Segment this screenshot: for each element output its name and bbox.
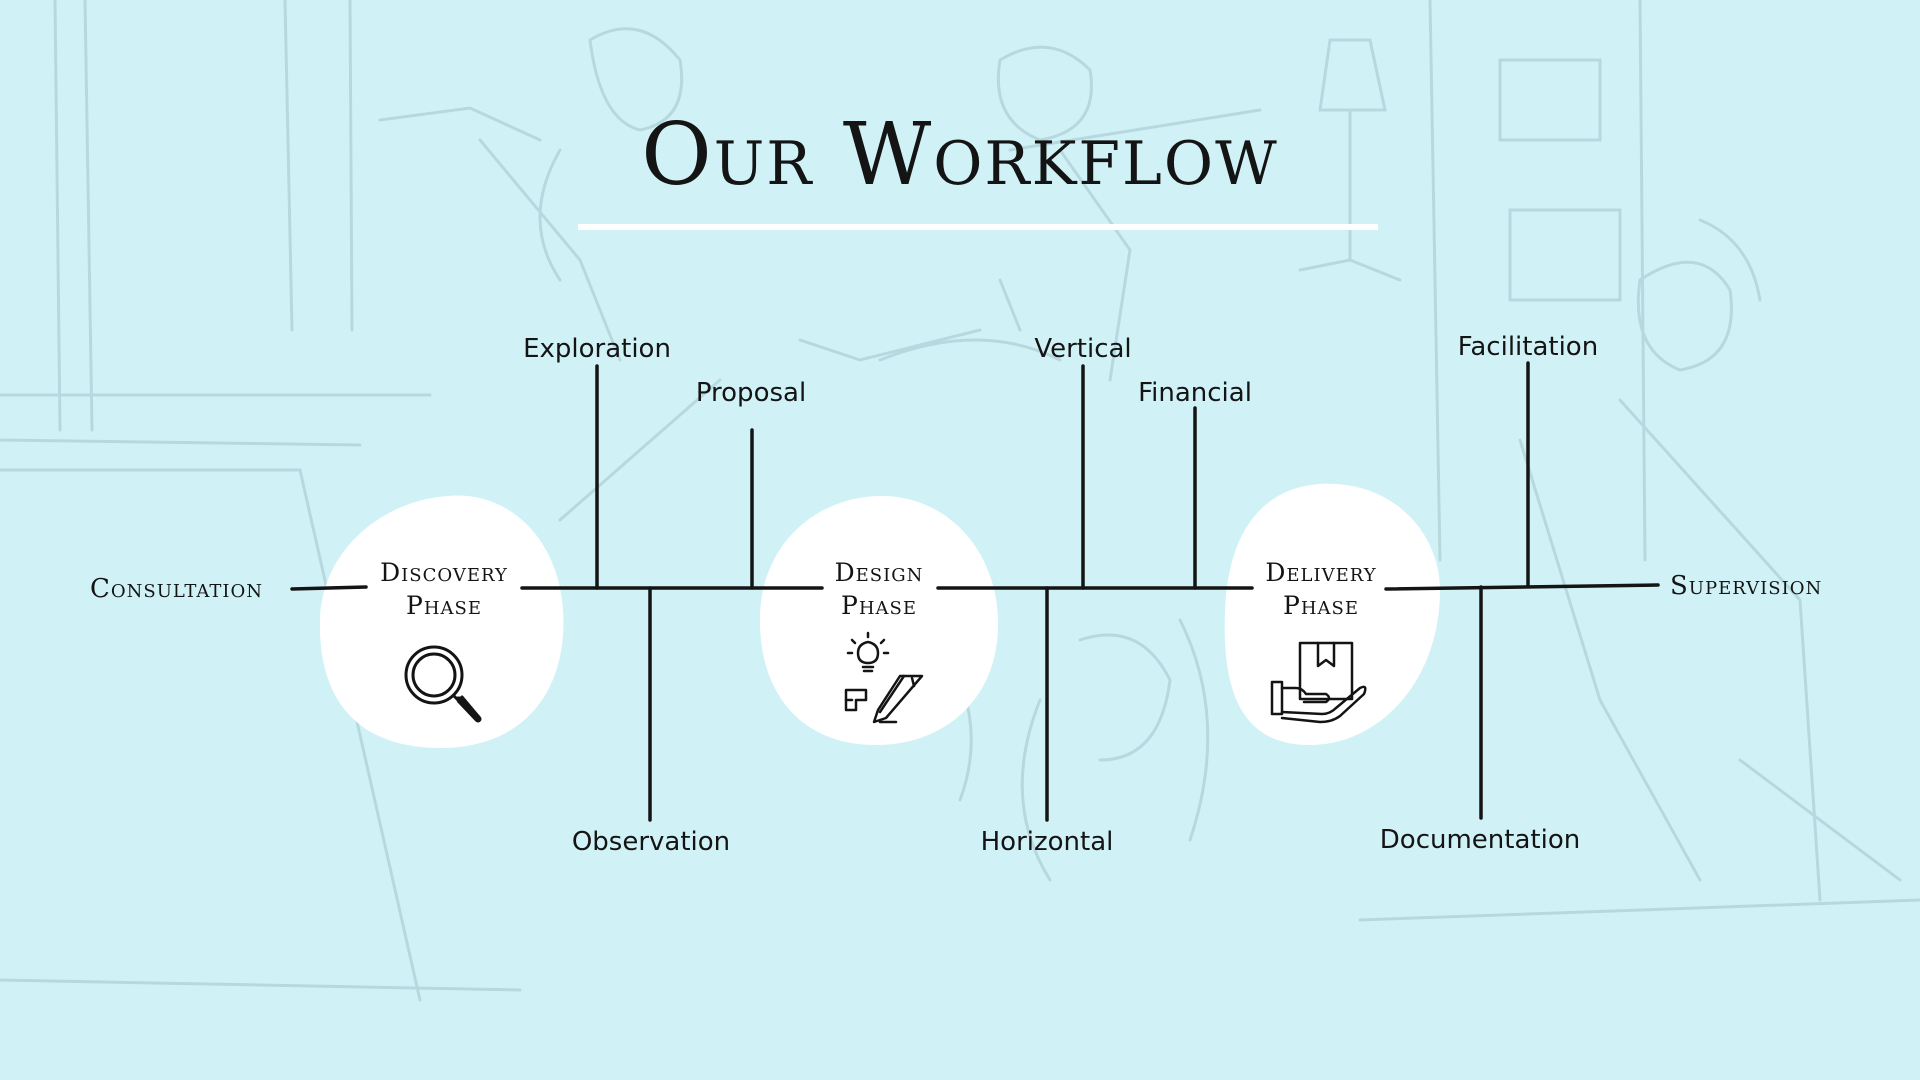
hand-box-icon (1270, 641, 1367, 724)
phase-blob-discovery (319, 495, 564, 748)
phase-discovery-line2: Phase (406, 591, 482, 620)
branch-label-facilitation: Facilitation (1457, 332, 1599, 362)
phase-discovery: Discovery Phase (334, 556, 554, 622)
spine-segment-start (290, 585, 368, 591)
phase-delivery: Delivery Phase (1211, 556, 1431, 622)
phase-blob-delivery (1224, 483, 1440, 745)
phase-discovery-line1: Discovery (380, 558, 508, 587)
branch-label-documentation: Documentation (1379, 825, 1581, 855)
phase-blob-design (759, 495, 999, 745)
spine-segment-end (1384, 583, 1660, 591)
phase-delivery-line2: Phase (1283, 591, 1359, 620)
branch-label-financial: Financial (1138, 378, 1252, 408)
branch-label-exploration: Exploration (523, 334, 671, 364)
end-label: Supervision (1670, 571, 1823, 601)
branch-label-proposal: Proposal (695, 378, 807, 408)
page-title: Our Workflow (641, 105, 1279, 205)
branch-label-vertical: Vertical (1034, 334, 1132, 364)
phase-design: Design Phase (769, 556, 989, 622)
phase-design-line2: Phase (841, 591, 917, 620)
start-label: Consultation (90, 574, 264, 604)
phase-design-line1: Design (834, 558, 924, 587)
phase-delivery-line1: Delivery (1265, 558, 1377, 587)
lightbulb-pencil-icon (844, 631, 924, 724)
branch-label-horizontal: Horizontal (980, 827, 1114, 857)
magnifier-icon (404, 645, 482, 723)
branch-label-observation: Observation (571, 827, 731, 857)
